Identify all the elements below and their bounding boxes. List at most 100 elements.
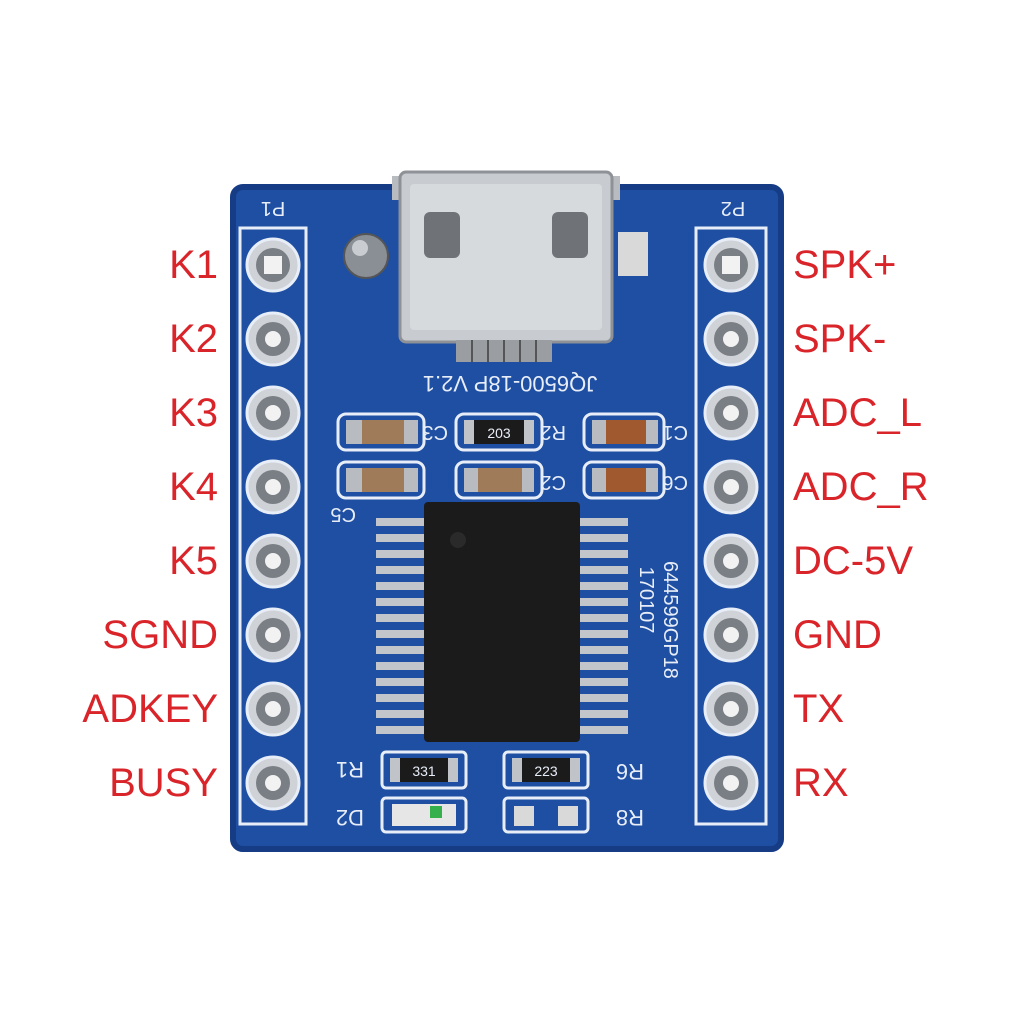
left-pin-8 <box>245 755 301 811</box>
ref-c5: C5 <box>330 503 356 525</box>
left-pin-7 <box>245 681 301 737</box>
right-pin-label: ADC_R <box>793 465 929 509</box>
right-pin-6 <box>703 607 759 663</box>
ref-c2: C2 <box>540 471 566 493</box>
chip-leg-right <box>576 646 628 654</box>
right-pin-1 <box>703 237 759 293</box>
ref-r6: R6 <box>616 759 644 784</box>
chip-leg-left <box>376 726 428 734</box>
resistor-r1: 331 <box>380 750 468 790</box>
resistor-r6-value: 223 <box>534 763 558 779</box>
chip-leg-left <box>376 518 428 526</box>
right-pin-8 <box>703 755 759 811</box>
chip-leg-left <box>376 694 428 702</box>
left-pin-5 <box>245 533 301 589</box>
chip-leg-left <box>376 614 428 622</box>
left-pin-1 <box>245 237 301 293</box>
crystal-highlight <box>352 240 368 256</box>
ref-c6: C6 <box>662 471 688 493</box>
left-pin-label: K3 <box>169 391 218 435</box>
left-pin-3 <box>245 385 301 441</box>
chip-leg-left <box>376 710 428 718</box>
right-pin-label: SPK+ <box>793 243 897 287</box>
chip-leg-left <box>376 534 428 542</box>
chip-leg-left <box>376 550 428 558</box>
chip-leg-right <box>576 598 628 606</box>
right-pin-label: GND <box>793 613 882 657</box>
pad-square <box>618 232 648 276</box>
led-d2 <box>380 796 468 834</box>
left-pin-6 <box>245 607 301 663</box>
ref-d2: D2 <box>336 805 364 830</box>
left-pin-label: ADKEY <box>82 687 218 731</box>
left-header-outline <box>238 226 308 826</box>
chip-marking-date: 170107 <box>635 567 657 634</box>
capacitor-c1 <box>582 412 666 452</box>
capacitor-c6 <box>582 460 666 500</box>
main-chip <box>424 502 580 742</box>
right-header-outline <box>694 226 768 826</box>
chip-leg-right <box>576 534 628 542</box>
micro-usb-connector <box>392 170 620 362</box>
capacitor-c5 <box>336 460 426 500</box>
chip-leg-right <box>576 710 628 718</box>
resistor-r6: 223 <box>502 750 590 790</box>
left-pin-row <box>245 237 301 811</box>
left-pin-2 <box>245 311 301 367</box>
chip-leg-left <box>376 598 428 606</box>
chip-leg-right <box>576 694 628 702</box>
chip-leg-left <box>376 646 428 654</box>
chip-pin1-dot <box>450 532 466 548</box>
chip-legs <box>376 518 628 734</box>
resistor-top: 203 <box>454 412 544 452</box>
right-pin-5 <box>703 533 759 589</box>
chip-leg-right <box>576 582 628 590</box>
chip-leg-right <box>576 550 628 558</box>
right-pin-4 <box>703 459 759 515</box>
right-pin-label: TX <box>793 687 845 731</box>
resistor-top-value: 203 <box>487 425 511 441</box>
chip-leg-right <box>576 518 628 526</box>
chip-leg-left <box>376 662 428 670</box>
chip-leg-right <box>576 614 628 622</box>
right-header-silk: P2 <box>721 197 745 219</box>
left-pin-label: K5 <box>169 539 218 583</box>
ref-r2: R2 <box>540 421 566 443</box>
chip-leg-right <box>576 726 628 734</box>
left-header-silk: P1 <box>261 197 285 219</box>
chip-leg-left <box>376 582 428 590</box>
ref-r1: R1 <box>336 757 364 782</box>
resistor-r1-value: 331 <box>412 763 436 779</box>
chip-leg-left <box>376 566 428 574</box>
right-pin-label: DC-5V <box>793 539 914 583</box>
left-pin-4 <box>245 459 301 515</box>
ref-c1: C1 <box>662 421 688 443</box>
right-pin-label: SPK- <box>793 317 887 361</box>
pads-r8 <box>502 796 590 834</box>
chip-leg-right <box>576 566 628 574</box>
capacitor-c3 <box>336 412 426 452</box>
left-pin-label: K2 <box>169 317 218 361</box>
left-pin-label: K4 <box>169 465 218 509</box>
left-pin-label: BUSY <box>109 761 218 805</box>
right-pin-label: RX <box>793 761 849 805</box>
chip-leg-right <box>576 630 628 638</box>
left-pin-label: SGND <box>102 613 218 657</box>
right-pin-row <box>703 237 759 811</box>
capacitor-c2 <box>454 460 544 500</box>
ref-r8: R8 <box>616 805 644 830</box>
right-pin-7 <box>703 681 759 737</box>
right-pin-label: ADC_L <box>793 391 922 435</box>
chip-leg-right <box>576 678 628 686</box>
board-model-text: JQ6500-18P V2.1 <box>423 371 598 396</box>
chip-marking-code: 644599GP18 <box>659 561 681 679</box>
chip-leg-right <box>576 662 628 670</box>
crystal-can <box>343 233 389 279</box>
right-pin-3 <box>703 385 759 441</box>
chip-leg-left <box>376 630 428 638</box>
right-pin-2 <box>703 311 759 367</box>
chip-leg-left <box>376 678 428 686</box>
left-pin-label: K1 <box>169 243 218 287</box>
